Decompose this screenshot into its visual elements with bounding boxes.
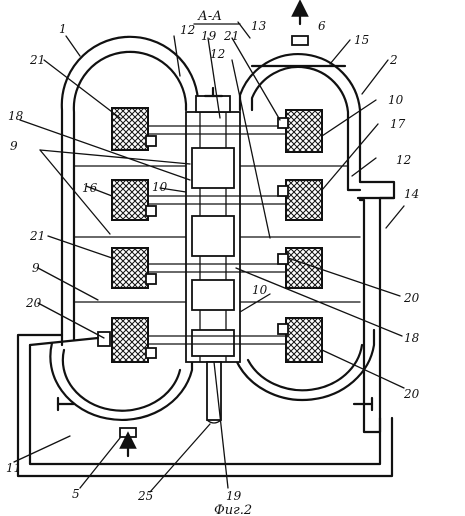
label-1: 1 (59, 22, 67, 36)
label-20-left: 20 (25, 296, 42, 310)
magnet-block-left-4 (111, 317, 149, 363)
outlet-fitting (291, 35, 309, 46)
label-6: 6 (318, 19, 326, 33)
shaft-extension-end (206, 419, 222, 424)
label-25: 25 (137, 489, 153, 503)
label-21-top: 21 (223, 29, 239, 43)
label-21-mid: 21 (29, 229, 45, 243)
label-20-right-bottom: 20 (403, 387, 420, 401)
lower-left-dome-inner (61, 348, 182, 412)
lower-left-dome (49, 341, 194, 422)
label-11: 11 (6, 461, 21, 475)
rod-end-blocks (97, 117, 289, 359)
housing-left-inner (72, 50, 188, 342)
label-17: 17 (390, 117, 406, 131)
label-20-right-top: 20 (403, 291, 420, 305)
housing-left-upper (60, 35, 200, 347)
connecting-rods (147, 125, 287, 345)
bypass-channel (358, 196, 396, 434)
label-18-right: 18 (404, 331, 420, 345)
rotor-block-4 (191, 329, 235, 357)
label-19-top: 19 (201, 29, 217, 43)
label-9-mid: 9 (32, 261, 40, 275)
label-9-top: 9 (10, 139, 18, 153)
figure-caption: Фиг.2 (214, 503, 252, 516)
magnet-block-right-1 (285, 109, 323, 153)
label-16: 16 (82, 181, 98, 195)
label-10-lower: 10 (252, 283, 268, 297)
rotor-block-3 (191, 279, 235, 311)
label-18-left: 18 (8, 109, 24, 123)
shaft-top-cap (195, 95, 231, 113)
section-title: А-А (197, 9, 222, 24)
label-10-right: 10 (388, 93, 404, 107)
inlet-pipe (28, 336, 100, 347)
rotor-block-2 (191, 215, 235, 257)
label-15: 15 (354, 33, 369, 47)
lower-housing-outer (16, 333, 394, 478)
leader-lines (13, 21, 405, 493)
lower-housing-inner (28, 343, 382, 466)
magnet-block-right-4 (285, 317, 323, 363)
magnet-block-left-2 (111, 179, 149, 221)
label-2: 2 (389, 53, 398, 67)
label-12-top: 12 (180, 23, 195, 37)
label-14: 14 (404, 187, 419, 201)
label-19-bottom: 19 (226, 489, 242, 503)
valve-right (352, 396, 374, 412)
magnet-block-right-2 (285, 179, 323, 221)
label-13: 13 (251, 19, 267, 33)
valve-left (56, 396, 76, 412)
label-21-left: 21 (29, 53, 45, 67)
label-12-center: 12 (210, 47, 225, 61)
inlet-fitting (119, 427, 137, 438)
magnet-block-left-1 (111, 107, 149, 151)
housing-right-upper (238, 53, 396, 200)
lower-right-dome (234, 328, 376, 402)
label-5: 5 (72, 487, 80, 501)
magnet-block-left-3 (111, 247, 149, 289)
rotor-block-1 (191, 147, 235, 189)
label-12-right: 12 (396, 153, 411, 167)
label-10-mid: 10 (152, 180, 168, 194)
lower-right-dome-inner (246, 343, 364, 392)
